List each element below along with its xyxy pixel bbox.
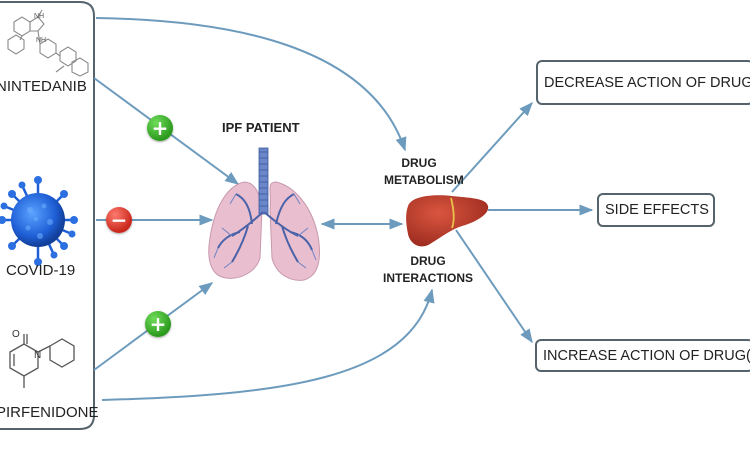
metabolism-label-line2: METABOLISM — [384, 173, 464, 188]
arrow-liver-to-decrease — [451, 101, 533, 193]
plus-sign-icon: + — [145, 311, 171, 337]
patient-label: IPF PATIENT — [222, 120, 300, 135]
metabolism-label-line1: DRUG — [401, 156, 437, 170]
pirfenidone-structure-icon — [9, 334, 75, 388]
minus-sign-icon: − — [106, 207, 132, 233]
interactions-label: DRUG INTERACTIONS — [380, 253, 476, 288]
lungs-icon — [208, 147, 320, 281]
interactions-label-line1: DRUG — [410, 254, 446, 268]
outcome-box-increase: INCREASE ACTION OF DRUG(S) — [535, 339, 750, 372]
liver-icon — [406, 195, 489, 247]
svg-text:NH: NH — [36, 37, 46, 44]
drug-label-pirfenidone: PIRFENIDONE — [0, 404, 99, 421]
left-panel-frame — [0, 1, 95, 430]
drug-label-covid: COVID-19 — [6, 262, 76, 279]
metabolism-label: DRUG METABOLISM — [384, 155, 464, 190]
outcome-box-side-effects: SIDE EFFECTS — [597, 193, 715, 227]
svg-text:NH: NH — [34, 13, 44, 20]
drug-label-nintedanib: NINTEDANIB — [0, 78, 87, 95]
nintedanib-structure-icon — [7, 9, 89, 77]
outcome-box-decrease: DECREASE ACTION OF DRUG(S) — [536, 60, 750, 105]
interactions-label-line2: INTERACTIONS — [383, 271, 473, 286]
plus-sign-icon: + — [147, 115, 173, 141]
arrow-pirfenidone-to-interactions — [101, 288, 435, 401]
arrow-nintedanib-to-metabolism — [95, 17, 407, 152]
covid-virus-icon — [0, 176, 78, 266]
arrow-liver-to-increase — [455, 229, 533, 344]
svg-text:N: N — [34, 350, 41, 361]
svg-text:O: O — [12, 329, 20, 340]
